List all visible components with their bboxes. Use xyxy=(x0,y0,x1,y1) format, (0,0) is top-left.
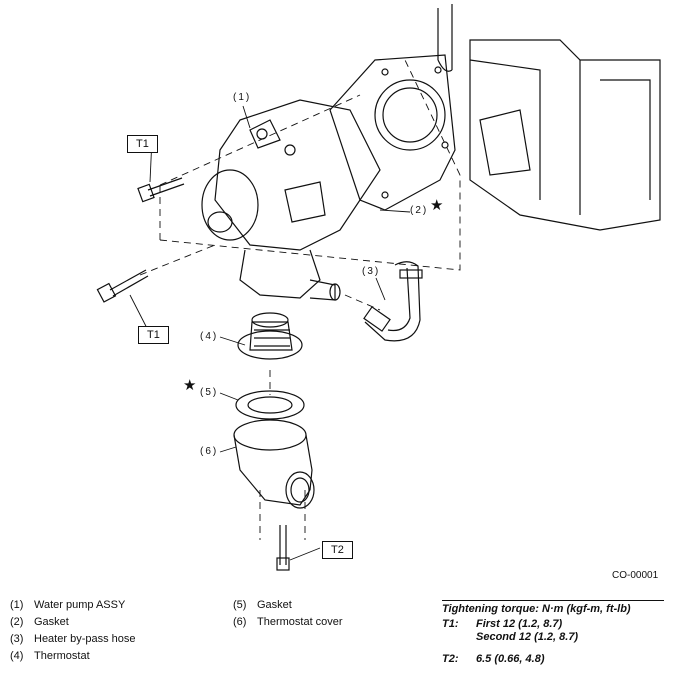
legend-mid: (5)Gasket (6)Thermostat cover xyxy=(233,597,343,631)
torque-box-t1-bottom: T1 xyxy=(138,326,169,344)
bolt-t1-upper xyxy=(137,177,185,203)
gasket-2-part xyxy=(329,54,456,211)
legend-item: (2)Gasket xyxy=(10,616,69,628)
bolt-t1-lower xyxy=(96,269,149,303)
bolt-t2 xyxy=(276,525,290,571)
star-icon: ★ xyxy=(183,377,197,394)
torque-t2-label: T2: xyxy=(442,653,459,665)
torque-title: Tightening torque: N·m (kgf-m, ft-lb) xyxy=(442,600,664,615)
torque-box-t2: T2 xyxy=(322,541,353,559)
torque-t1-second: Second 12 (1.2, 8.7) xyxy=(476,631,579,643)
legend-item: (1)Water pump ASSY xyxy=(10,599,126,611)
legend-left: (1)Water pump ASSY (2)Gasket (3)Heater b… xyxy=(10,597,136,665)
star-icon: ★ xyxy=(430,197,444,214)
callout-2: (2) xyxy=(410,205,429,216)
callout-3: (3) xyxy=(362,266,381,277)
figure-id: CO-00001 xyxy=(612,570,659,581)
callout-6: (6) xyxy=(200,446,219,457)
torque-spec: Tightening torque: N·m (kgf-m, ft-lb) T1… xyxy=(442,600,664,666)
torque-box-t1-top: T1 xyxy=(127,135,158,153)
torque-t1-first: First 12 (1.2, 8.7) xyxy=(476,618,563,630)
legend-item: (3)Heater by-pass hose xyxy=(10,633,136,645)
thermostat-part xyxy=(237,312,303,360)
exploded-diagram xyxy=(96,4,661,571)
torque-t2-value: 6.5 (0.66, 4.8) xyxy=(476,653,545,665)
callout-1: (1) xyxy=(233,92,252,103)
gasket-5-part xyxy=(235,390,305,420)
assembly-lines xyxy=(139,59,461,540)
legend-item: (6)Thermostat cover xyxy=(233,616,343,628)
water-pump-part xyxy=(201,99,381,301)
legend-item: (4)Thermostat xyxy=(10,650,90,662)
callout-4: (4) xyxy=(200,331,219,342)
bypass-hose-part xyxy=(363,261,423,342)
thermostat-cover-part xyxy=(233,419,315,509)
torque-t1-label: T1: xyxy=(442,618,459,630)
callout-5: (5) xyxy=(200,387,219,398)
leader-lines xyxy=(129,105,411,561)
engine-block xyxy=(437,4,661,231)
legend-item: (5)Gasket xyxy=(233,599,292,611)
